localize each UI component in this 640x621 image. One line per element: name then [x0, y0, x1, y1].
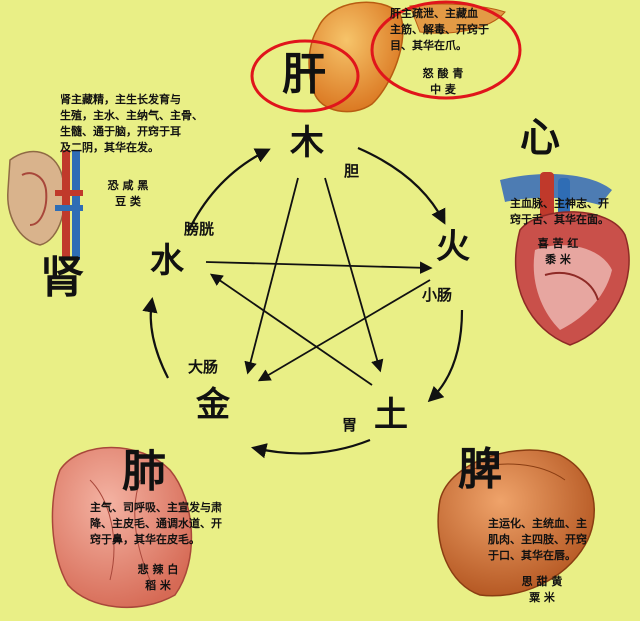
arrow-earth-to-water — [209, 273, 373, 386]
element-fire: 火 — [436, 227, 470, 267]
fu-small-intestine: 小肠 — [422, 286, 453, 304]
fu-stomach: 胃 — [342, 416, 358, 434]
arrow-fire-to-metal — [324, 177, 384, 373]
organ-desc-liver: 肝主疏泄、主藏血 主筋、解毒、开窍于 目、其华在爪。 — [390, 7, 489, 52]
organ-desc-spleen: 主运化、主统血、主 肌肉、主四肢、开窍 于口、其华在唇。 — [488, 517, 587, 562]
organ-desc-kidney: 肾主藏精，主生长发育与 生殖，主水、主纳气、主骨、 生髓、通于脑，开窍于耳 及二… — [60, 93, 203, 154]
organ-attributes-spleen: 思 甜 黄 粟 米 — [521, 575, 563, 604]
arrow-fire-to-earth — [427, 309, 464, 403]
spleen-illustration — [437, 449, 595, 597]
organ-attributes-liver: 怒 酸 青 中 麦 — [422, 67, 464, 96]
element-earth: 土 — [374, 395, 408, 435]
arrow-metal-to-wood — [205, 261, 433, 275]
element-metal: 金 — [196, 385, 230, 425]
organ-name-kidney: 肾 — [40, 252, 84, 303]
organ-attributes-heart: 喜 苦 红 黍 米 — [537, 237, 579, 266]
organ-name-spleen: 脾 — [458, 444, 502, 495]
organ-name-liver: 肝 — [282, 49, 326, 100]
arrow-wood-to-fire — [357, 146, 446, 225]
arrow-water-to-fire — [257, 279, 431, 382]
fu-bladder: 膀胱 — [184, 220, 215, 238]
element-wood: 木 — [290, 123, 324, 163]
organ-attributes-kidney: 恐 咸 黑 豆 类 — [107, 179, 149, 208]
organ-attributes-lung: 悲 辣 白 稻 米 — [137, 563, 179, 592]
highlight-circle-liver-desc — [370, 0, 522, 100]
arrow-wood-to-earth — [244, 177, 299, 375]
kidney-illustration — [7, 150, 83, 260]
controlling-cycle — [205, 177, 433, 386]
generating-cycle — [142, 146, 464, 459]
heart-illustration — [500, 172, 630, 346]
lung-illustration — [51, 446, 193, 609]
highlight-circle-liver-name — [250, 39, 360, 113]
arrow-metal-to-water — [142, 296, 169, 379]
organ-desc-heart: 主血脉、主神志、开 窍于舌、其华在面。 — [510, 197, 609, 226]
fu-gallbladder: 胆 — [344, 162, 360, 180]
organ-name-heart: 心 — [520, 115, 560, 161]
organ-name-lung: 肺 — [122, 446, 166, 497]
element-water: 水 — [150, 241, 184, 281]
fu-large-intestine: 大肠 — [188, 358, 219, 376]
organ-desc-lung: 主气、司呼吸、主宣发与肃 降、主皮毛、通调水道、开 窍于鼻，其华在皮毛。 — [90, 501, 222, 546]
arrow-earth-to-metal — [250, 438, 371, 459]
arrow-water-to-wood — [187, 148, 271, 233]
